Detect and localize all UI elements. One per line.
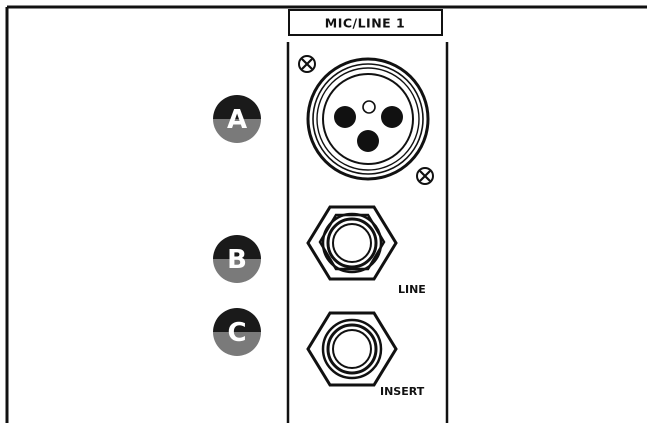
- xlr-pin-left: [334, 106, 356, 128]
- xlr-pin-top: [362, 100, 376, 114]
- line-jack-outline: [306, 205, 398, 281]
- xlr-inner-ring: [322, 73, 414, 165]
- xlr-ring-3: [316, 67, 420, 171]
- insert-jack-socket-outer: [321, 318, 383, 380]
- xlr-pin-right: [381, 106, 403, 128]
- insert-jack-outline: [306, 311, 398, 387]
- insert-jack-socket-hole: [332, 329, 372, 369]
- callout-letter-a: A: [227, 105, 247, 135]
- screw-top-left-icon: [298, 55, 316, 73]
- line-jack-socket-hole: [332, 223, 372, 263]
- line-jack-socket-inner: [326, 217, 378, 269]
- xlr-ring-2: [312, 63, 424, 175]
- title-box-frame: [288, 9, 443, 36]
- xlr-connector: [306, 57, 430, 181]
- insert-jack-label: INSERT: [380, 385, 425, 398]
- insert-jack-socket-inner: [326, 323, 378, 375]
- callout-badge-a: A: [213, 95, 261, 143]
- callout-letter-c: C: [227, 318, 246, 348]
- line-jack-hex-nut: [318, 213, 386, 271]
- line-jack-socket-outer: [321, 212, 383, 274]
- channel-title-box: MIC/LINE 1: [288, 9, 443, 36]
- line-jack: [306, 205, 398, 281]
- callout-badge-c: C: [213, 308, 261, 356]
- insert-jack: [306, 311, 398, 387]
- xlr-pin-bottom: [357, 130, 379, 152]
- line-jack-label: LINE: [398, 283, 426, 296]
- callout-badge-b: B: [213, 235, 261, 283]
- channel-title: MIC/LINE 1: [325, 16, 406, 31]
- callout-letter-b: B: [227, 245, 247, 275]
- xlr-outer-ring: [306, 57, 430, 181]
- panel-frame: [5, 5, 647, 423]
- screw-bottom-right-icon: [416, 167, 434, 185]
